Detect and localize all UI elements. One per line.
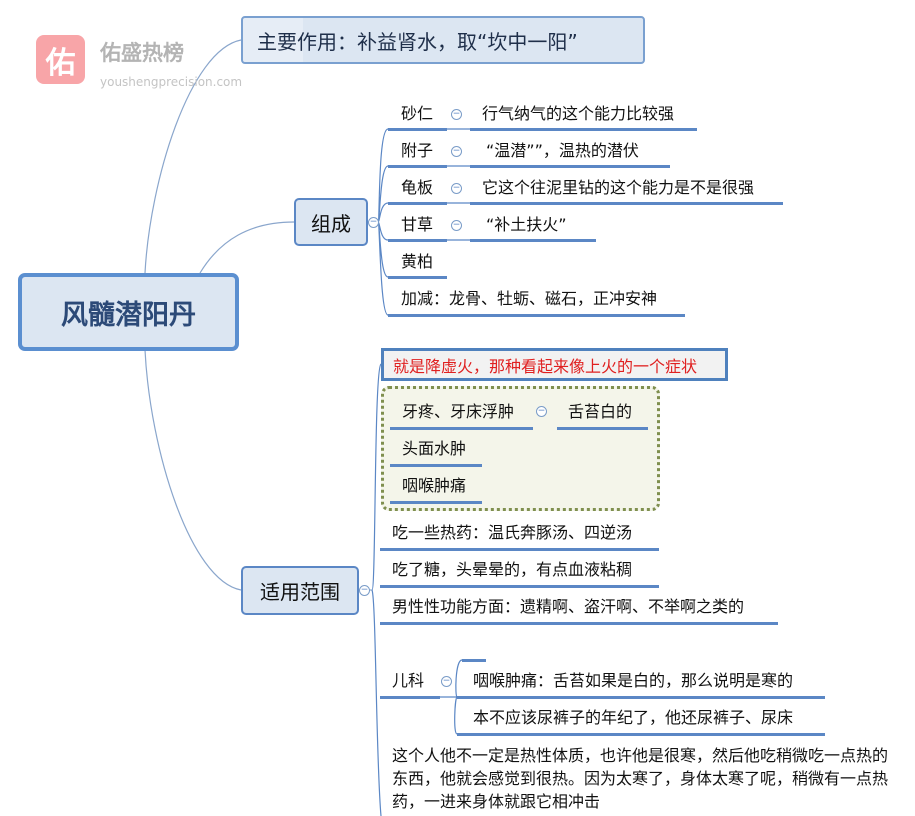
underline — [388, 128, 447, 131]
underline — [388, 202, 447, 205]
watermark-logo: 佑 — [36, 35, 85, 84]
collapse-icon[interactable]: − — [359, 585, 370, 596]
symptom-facial-edema[interactable]: 头面水肿 — [402, 439, 467, 458]
underline — [390, 464, 482, 467]
herb-guiban-note[interactable]: 它这个往泥里钻的这个能力是不是很强 — [482, 178, 755, 197]
highlight-label: 就是降虚火，那种看起来像上火的一个症状 — [393, 356, 698, 376]
collapse-icon[interactable]: − — [451, 109, 462, 120]
herb-gancao[interactable]: 甘草 — [401, 215, 434, 234]
underline — [380, 585, 659, 588]
symptom-sore-throat[interactable]: 咽喉肿痛 — [402, 476, 467, 495]
underline — [388, 276, 447, 279]
scope-item-sugar[interactable]: 吃了糖，头晕晕的，有点血液粘稠 — [392, 560, 633, 579]
herb-fuzi-note[interactable]: “温潜””，温热的潜伏 — [486, 141, 639, 160]
underline — [388, 165, 447, 168]
pediatrics-bedwetting[interactable]: 本不应该尿裤子的年纪了，他还尿裤子、尿床 — [473, 708, 794, 727]
underline — [470, 165, 670, 168]
composition-label: 组成 — [311, 211, 351, 236]
herb-huangbai[interactable]: 黄柏 — [401, 252, 434, 271]
collapse-icon[interactable]: − — [368, 217, 379, 228]
scope-item-pediatrics[interactable]: 儿科 — [392, 671, 425, 690]
herb-gancao-note[interactable]: “补土扶火” — [486, 215, 567, 234]
underline — [380, 696, 440, 699]
scope-node[interactable]: 适用范围 — [241, 566, 359, 615]
underline — [388, 314, 685, 317]
collapse-icon[interactable]: − — [441, 676, 452, 687]
underline — [470, 202, 783, 205]
underline — [457, 696, 825, 699]
symptom-toothache[interactable]: 牙疼、牙床浮肿 — [402, 402, 515, 421]
empty-topic-underline[interactable] — [462, 659, 486, 662]
collapse-icon[interactable]: − — [536, 406, 547, 417]
scope-item-hot-medicine[interactable]: 吃一些热药：温氏奔豚汤、四逆汤 — [392, 523, 633, 542]
composition-node[interactable]: 组成 — [294, 198, 368, 246]
underline — [388, 239, 447, 242]
scope-item-male[interactable]: 男性性功能方面：遗精啊、盗汗啊、不举啊之类的 — [392, 597, 745, 616]
underline — [557, 427, 648, 430]
symptom-toothache-note[interactable]: 舌苔白的 — [568, 402, 633, 421]
pediatrics-sore-throat[interactable]: 咽喉肿痛：舌苔如果是白的，那么说明是寒的 — [473, 671, 794, 690]
underline — [470, 128, 697, 131]
root-label: 风髓潜阳丹 — [61, 299, 196, 331]
herb-modifications[interactable]: 加减：龙骨、牡蛎、磁石，正冲安神 — [401, 289, 658, 308]
herb-fuzi[interactable]: 附子 — [401, 141, 434, 160]
underline — [380, 548, 659, 551]
main-effect-label: 主要作用：补益肾水，取“坎中一阳” — [257, 29, 578, 54]
underline — [470, 239, 596, 242]
herb-sharen[interactable]: 砂仁 — [401, 104, 434, 123]
herb-guiban[interactable]: 龟板 — [401, 178, 434, 197]
scope-paragraph[interactable]: 这个人他不一定是热性体质，也许他是很寒，然后他吃稍微吃一点热的东西，他就会感觉到… — [392, 746, 889, 811]
underline — [390, 427, 533, 430]
scope-label: 适用范围 — [260, 580, 340, 604]
underline — [457, 733, 825, 736]
underline — [390, 501, 482, 504]
main-effect-node[interactable]: 主要作用：补益肾水，取“坎中一阳” — [241, 16, 645, 64]
collapse-icon[interactable]: − — [451, 220, 462, 231]
watermark-url: youshengprecision.com — [100, 75, 243, 89]
collapse-icon[interactable]: − — [451, 183, 462, 194]
symptom-group-boundary — [381, 386, 660, 511]
herb-sharen-note[interactable]: 行气纳气的这个能力比较强 — [482, 104, 675, 123]
root-node[interactable]: 风髓潜阳丹 — [18, 273, 239, 351]
watermark-brand: 佑盛热榜 — [100, 41, 184, 65]
collapse-icon[interactable]: − — [451, 146, 462, 157]
underline — [380, 622, 778, 625]
highlight-node[interactable]: 就是降虚火，那种看起来像上火的一个症状 — [381, 348, 728, 381]
